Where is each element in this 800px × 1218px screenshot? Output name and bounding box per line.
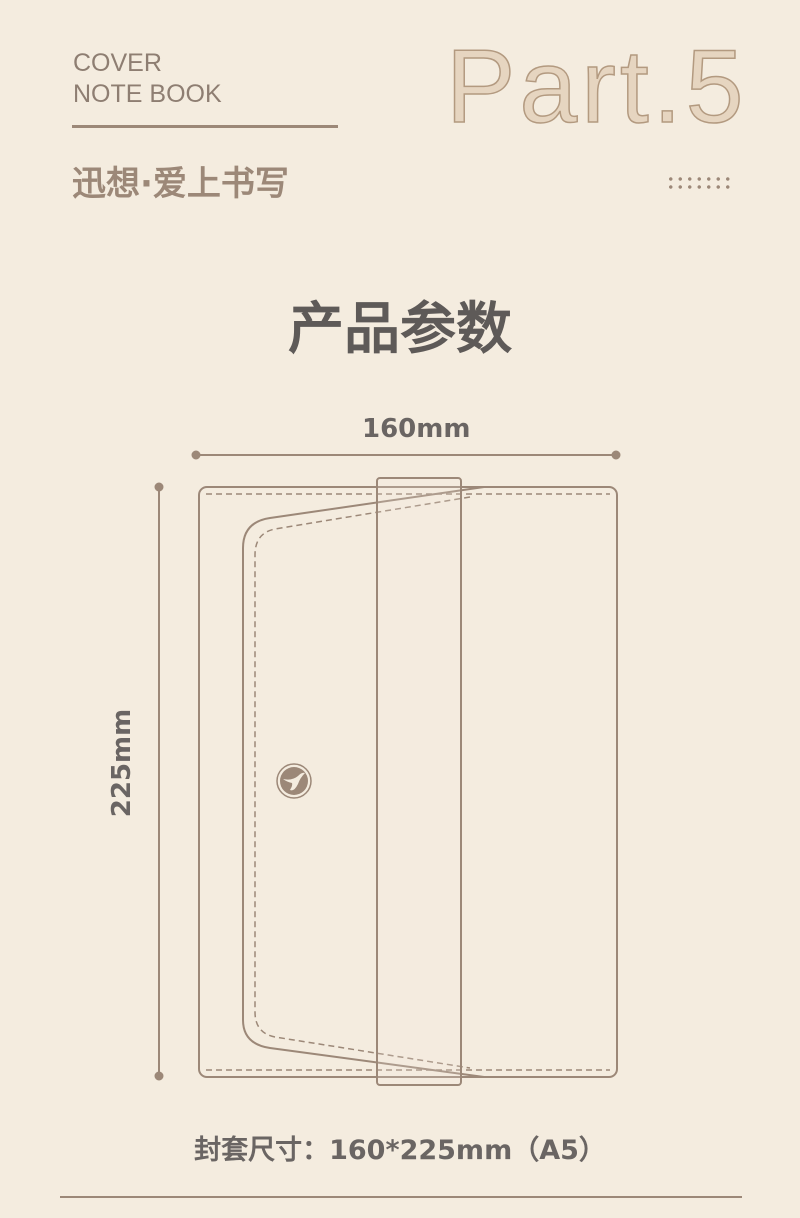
cover-outline [198,486,618,1078]
bottom-divider [60,1196,742,1198]
section-title: 产品参数 [288,297,512,362]
slogan: 迅想·爱上书写 [72,164,289,204]
width-dimension-line [191,450,621,460]
cover-size-caption: 封套尺寸：160*225mm（A5） [194,1135,606,1166]
width-label: 160mm [362,414,471,444]
part-number: Part.5 [445,28,748,146]
height-dimension-line [154,482,164,1081]
divider [72,125,338,128]
dot-pattern [666,175,732,191]
flap-outline [242,486,485,1078]
cover-label: COVER [73,49,162,77]
strap [376,477,462,1086]
notebook-label: NOTE BOOK [73,80,222,108]
swallow-logo-icon [276,763,312,799]
